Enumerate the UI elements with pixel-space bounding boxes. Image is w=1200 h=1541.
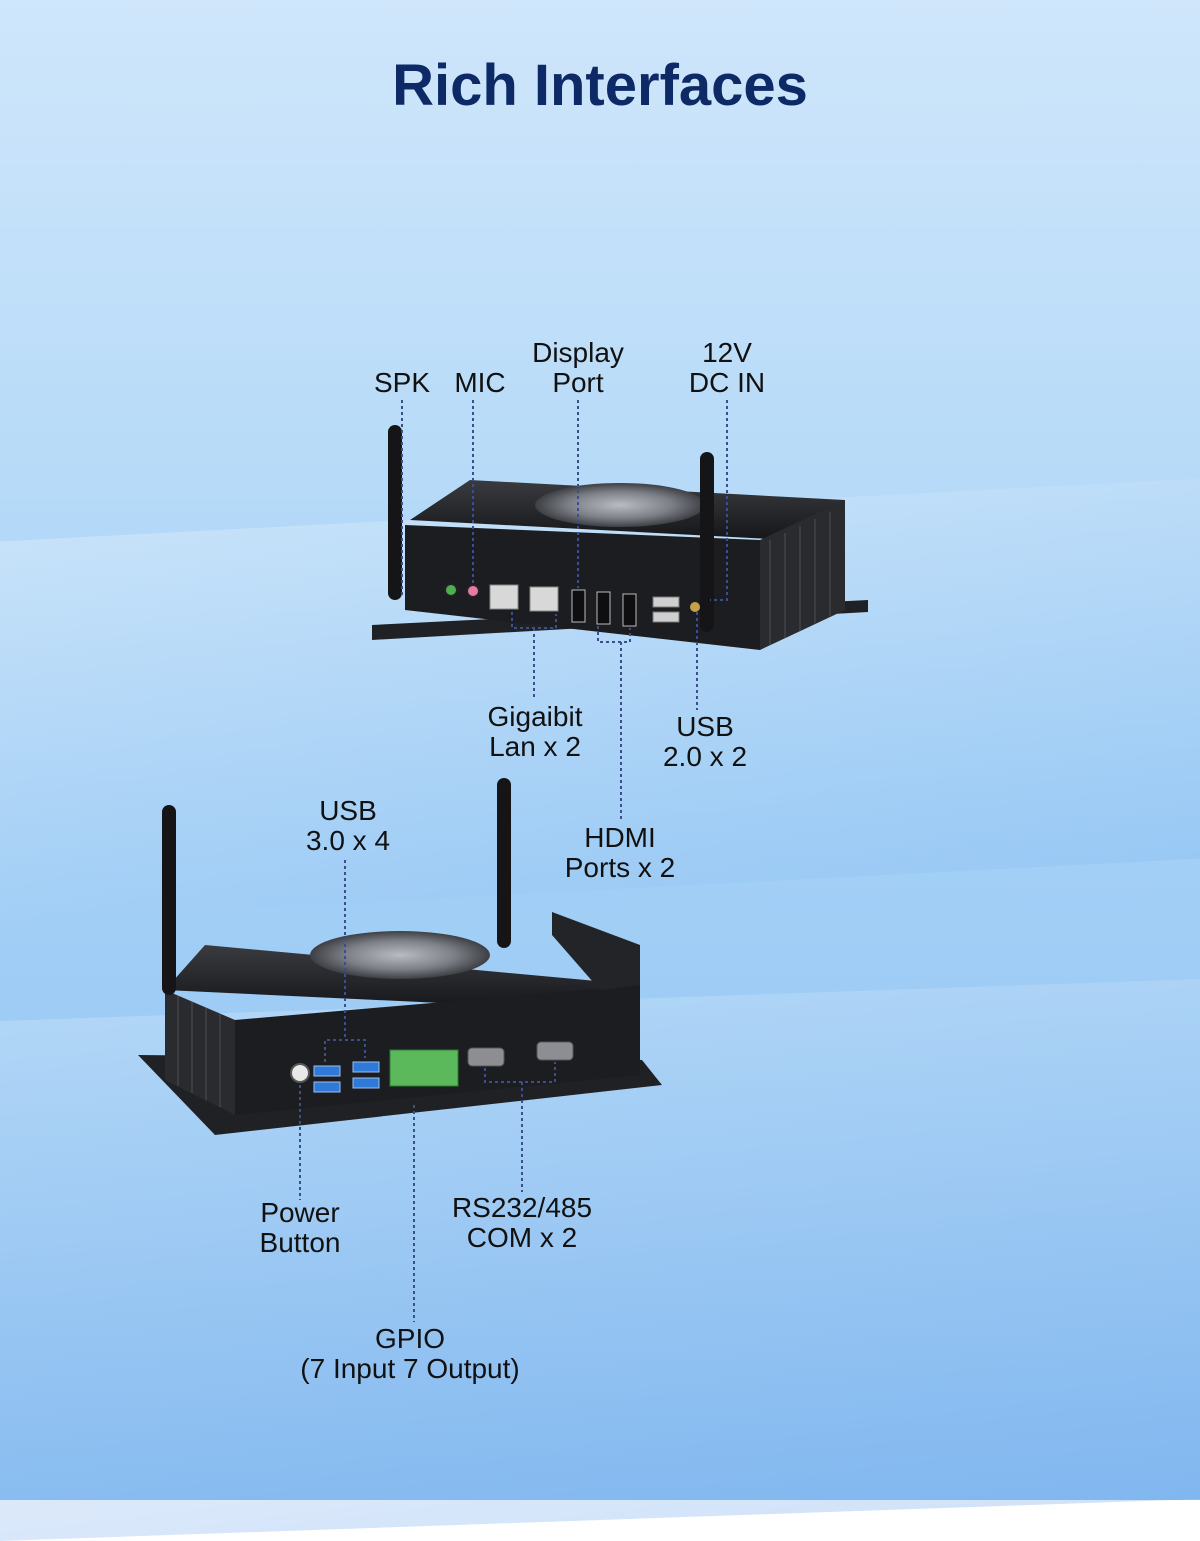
leader-dc — [710, 400, 728, 601]
top-mini-pc — [372, 425, 868, 650]
bottom-side-panel — [165, 990, 235, 1115]
label-usb3: USB 3.0 x 4 — [305, 795, 391, 856]
usb-port-icon — [652, 596, 680, 608]
usb-port-icon — [352, 1061, 380, 1073]
hdmi-port-icon — [596, 591, 611, 625]
label-dc-in: 12V DC IN — [688, 337, 766, 398]
label-spk: SPK — [373, 367, 431, 398]
leader-usb3-bracket — [324, 1039, 366, 1062]
label-power-button: Power Button — [259, 1197, 341, 1258]
hdmi-port-icon — [622, 593, 637, 627]
serial-port-icon — [467, 1047, 505, 1067]
top-side-panel — [760, 500, 845, 650]
label-gigabit-lan: Gigaibit Lan x 2 — [487, 701, 583, 762]
label-mic: MIC — [454, 367, 506, 398]
power-button-icon — [290, 1063, 310, 1083]
audio-jack-icon — [444, 583, 458, 597]
serial-port-icon — [536, 1041, 574, 1061]
page-title: Rich Interfaces — [392, 53, 808, 118]
usb-port-icon — [652, 611, 680, 623]
label-usb2: USB 2.0 x 2 — [662, 711, 748, 772]
gpio-terminal-icon — [389, 1049, 459, 1087]
usb-port-icon — [313, 1081, 341, 1093]
bottom-mini-pc — [138, 778, 662, 1135]
antenna-icon — [162, 805, 176, 995]
bottom-fan-grille — [310, 931, 490, 979]
label-hdmi: HDMI Ports x 2 — [564, 822, 676, 883]
antenna-icon — [388, 425, 402, 600]
usb-port-icon — [352, 1077, 380, 1089]
background — [0, 0, 1200, 1500]
usb-port-icon — [313, 1065, 341, 1077]
leader-hdmi-bracket — [597, 626, 631, 643]
ethernet-port-icon — [529, 586, 559, 612]
label-display-port: Display Port — [532, 337, 624, 398]
hdmi-port-icon — [571, 589, 586, 623]
dc-jack-icon — [690, 602, 700, 612]
label-com: RS232/485 COM x 2 — [451, 1192, 593, 1253]
audio-jack-icon — [466, 584, 480, 598]
leader-com-bracket — [484, 1062, 556, 1083]
top-fan-grille — [535, 483, 705, 527]
leader-lines — [299, 400, 728, 1322]
brand-bar — [552, 912, 640, 990]
antenna-icon — [497, 778, 511, 948]
devices-illustration — [138, 400, 868, 1322]
label-gpio: GPIO (7 Input 7 Output) — [300, 1323, 520, 1384]
antenna-icon — [700, 452, 714, 632]
ethernet-port-icon — [489, 584, 519, 610]
